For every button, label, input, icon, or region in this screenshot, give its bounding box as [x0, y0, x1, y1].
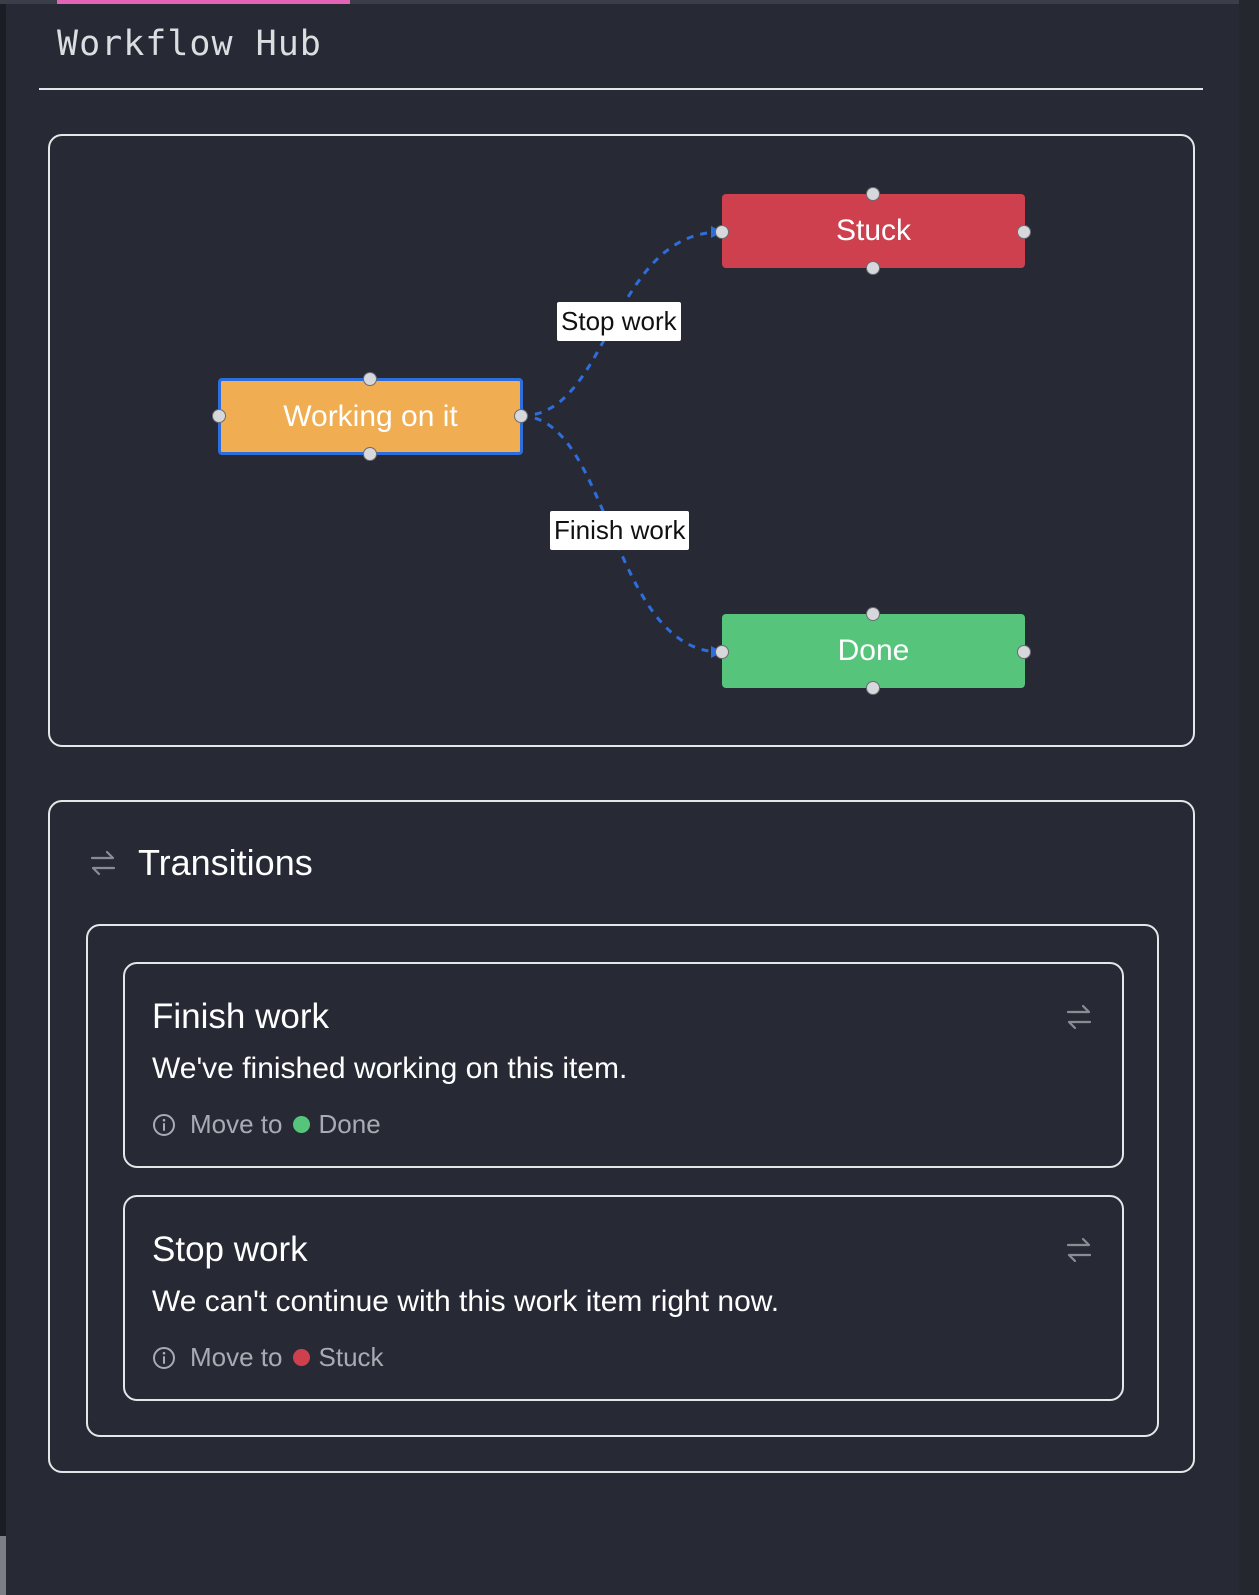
arrows-exchange-icon[interactable]	[1064, 1002, 1094, 1032]
node-handle-bottom[interactable]	[866, 261, 880, 275]
node-handle-right[interactable]	[1017, 645, 1031, 659]
node-label: Stuck	[835, 214, 912, 247]
node-handle-right[interactable]	[1017, 225, 1031, 239]
edge-label-finish-work[interactable]: Finish work	[550, 511, 690, 550]
transition-card-finish-work[interactable]: Finish work We've finished working on th…	[123, 962, 1124, 1168]
node-handle-bottom[interactable]	[866, 681, 880, 695]
transition-card-stop-work[interactable]: Stop work We can't continue with this wo…	[123, 1195, 1124, 1401]
node-label: Done	[837, 634, 910, 667]
transition-description: We've finished working on this item.	[152, 1052, 628, 1085]
target-status: Stuck	[318, 1342, 384, 1372]
node-working-on-it[interactable]: Working on it	[218, 378, 523, 455]
workflow-diagram-canvas[interactable]: Working on it Stuck Done Stop work Finis…	[48, 134, 1195, 747]
active-tab-indicator	[57, 0, 350, 4]
transition-name: Finish work	[152, 997, 329, 1036]
edge-stop-work[interactable]	[520, 226, 723, 418]
status-dot-icon	[292, 1116, 310, 1133]
arrows-exchange-icon	[90, 850, 116, 876]
edge-label-stop-work[interactable]: Stop work	[557, 302, 681, 341]
page-title: Workflow Hub	[57, 24, 322, 64]
node-handle-top[interactable]	[866, 187, 880, 201]
node-stuck[interactable]: Stuck	[722, 194, 1025, 268]
node-done[interactable]: Done	[722, 614, 1025, 688]
node-handle-left[interactable]	[715, 645, 729, 659]
section-title: Transitions	[138, 842, 313, 883]
node-handle-left[interactable]	[715, 225, 729, 239]
transitions-panel: Transitions Finish work We've finished w…	[48, 800, 1195, 1473]
transitions-list: Finish work We've finished working on th…	[86, 924, 1159, 1437]
window-left-edge	[0, 0, 6, 1595]
transition-description: We can't continue with this work item ri…	[152, 1285, 780, 1318]
node-handle-top[interactable]	[866, 607, 880, 621]
node-handle-right[interactable]	[514, 409, 528, 423]
window-right-edge	[1239, 0, 1259, 1595]
transition-target: Move to Stuck	[152, 1342, 384, 1373]
info-icon	[153, 1346, 175, 1369]
target-status: Done	[318, 1109, 381, 1139]
node-label: Working on it	[283, 399, 458, 433]
transition-name: Stop work	[152, 1230, 308, 1269]
info-icon	[153, 1113, 175, 1136]
transition-target: Move to Done	[152, 1109, 381, 1140]
window-left-edge-marker	[0, 1536, 6, 1595]
node-handle-left[interactable]	[212, 409, 226, 423]
node-handle-bottom[interactable]	[363, 447, 377, 461]
move-to-label: Move to	[190, 1109, 283, 1139]
title-divider	[39, 88, 1203, 90]
status-dot-icon	[292, 1349, 310, 1366]
arrows-exchange-icon[interactable]	[1064, 1235, 1094, 1265]
node-handle-top[interactable]	[363, 372, 377, 386]
window-top-edge	[0, 0, 1259, 4]
move-to-label: Move to	[190, 1342, 283, 1372]
